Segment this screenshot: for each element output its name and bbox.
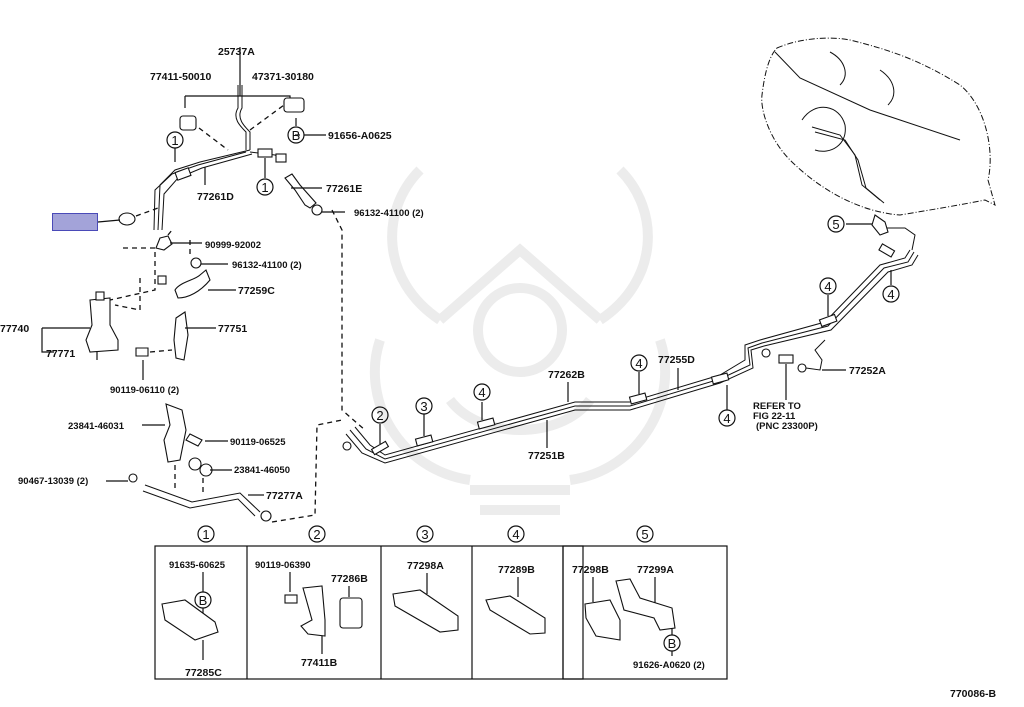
callout-1-upper-mid: 1 xyxy=(256,178,274,196)
label-77751: 77751 xyxy=(218,323,247,335)
svg-text:1: 1 xyxy=(202,527,209,542)
callout-5-main: 5 xyxy=(827,215,845,233)
detail-label-77411B: 77411B xyxy=(301,657,338,669)
svg-text:4: 4 xyxy=(478,385,485,400)
callout-3-main: 3 xyxy=(415,397,433,415)
label-23841-46031: 23841-46031 xyxy=(68,421,125,432)
detail-label-77298A: 77298A xyxy=(407,560,444,572)
svg-text:4: 4 xyxy=(887,287,894,302)
refer-line-1: REFER TO xyxy=(753,401,801,412)
callout-2-main: 2 xyxy=(371,406,389,424)
svg-text:2: 2 xyxy=(376,408,383,423)
detail-callout-5: 5 xyxy=(636,525,654,543)
label-91656-A0625: 91656-A0625 xyxy=(328,130,392,142)
part-labels: 25737A 77411-50010 47371-30180 91656-A06… xyxy=(0,46,886,502)
svg-text:4: 4 xyxy=(512,527,519,542)
callouts: 1 1 B 2 3 4 4 4 4 4 5 xyxy=(166,126,900,427)
callout-4-main-d: 4 xyxy=(819,277,837,295)
label-90467-13039: 90467-13039 (2) xyxy=(18,476,88,487)
detail-label-91626-A0620: 91626-A0620 (2) xyxy=(633,660,705,671)
svg-text:4: 4 xyxy=(635,356,642,371)
label-90999-92002: 90999-92002 xyxy=(205,240,261,251)
label-90119-06110: 90119-06110 (2) xyxy=(110,385,179,396)
detail-label-77286B: 77286B xyxy=(331,573,368,585)
svg-text:5: 5 xyxy=(641,527,648,542)
highlighted-part-marker[interactable] xyxy=(52,213,98,231)
callout-B-upper: B xyxy=(287,126,305,144)
watermark-logo xyxy=(369,166,671,515)
refer-line-2: FIG 22-11 xyxy=(753,411,796,422)
detail-label-91635-60625: 91635-60625 xyxy=(169,560,226,571)
label-90119-06525: 90119-06525 xyxy=(230,437,286,448)
svg-text:3: 3 xyxy=(420,399,427,414)
label-77261E: 77261E xyxy=(326,183,362,195)
svg-text:2: 2 xyxy=(313,527,320,542)
callout-4-main-c: 4 xyxy=(718,409,736,427)
svg-text:4: 4 xyxy=(723,411,730,426)
label-77771: 77771 xyxy=(46,348,75,360)
label-96132-41100-top: 96132-41100 (2) xyxy=(354,208,424,219)
detail-label-77289B: 77289B xyxy=(498,564,535,576)
detail-callout-4: 4 xyxy=(507,525,525,543)
label-25737A: 25737A xyxy=(218,46,255,58)
label-47371-30180: 47371-30180 xyxy=(252,71,314,83)
label-77740: 77740 xyxy=(0,323,29,335)
label-23841-46050: 23841-46050 xyxy=(234,465,290,476)
fuel-tank xyxy=(761,37,996,216)
upper-pipe-assembly xyxy=(153,47,323,231)
label-77277A: 77277A xyxy=(266,490,303,502)
detail-fastener-B-5: B xyxy=(663,634,681,652)
svg-text:B: B xyxy=(292,128,301,143)
svg-text:B: B xyxy=(668,636,677,651)
svg-text:1: 1 xyxy=(261,180,268,195)
label-77262B: 77262B xyxy=(548,369,585,381)
filter-assembly xyxy=(85,207,211,361)
label-77251B: 77251B xyxy=(528,450,565,462)
callout-4-main-b: 4 xyxy=(630,354,648,372)
svg-text:1: 1 xyxy=(171,133,178,148)
refer-line-3: (PNC 23300P) xyxy=(756,421,818,432)
detail-panel: 1 2 3 4 5 B B 91635-60625 77285C 90119-0… xyxy=(154,525,728,680)
label-96132-41100-mid: 96132-41100 (2) xyxy=(232,260,302,271)
lower-left-parts xyxy=(128,209,366,523)
detail-callout-1: 1 xyxy=(197,525,215,543)
detail-label-90119-06390: 90119-06390 xyxy=(255,560,310,571)
svg-text:B: B xyxy=(199,593,208,608)
main-fuel-lines xyxy=(342,214,919,464)
detail-fastener-B-1: B xyxy=(194,591,212,609)
svg-text:3: 3 xyxy=(421,527,428,542)
detail-callout-3: 3 xyxy=(416,525,434,543)
label-77255D: 77255D xyxy=(658,354,695,366)
detail-label-77299A: 77299A xyxy=(637,564,674,576)
detail-label-77285C: 77285C xyxy=(185,667,222,679)
callout-4-main-e: 4 xyxy=(882,285,900,303)
detail-callout-2: 2 xyxy=(308,525,326,543)
label-77252A: 77252A xyxy=(849,365,886,377)
figure-id: 770086-B xyxy=(950,688,997,700)
callout-1-upper-left: 1 xyxy=(166,131,184,149)
leader-lines xyxy=(41,118,892,496)
svg-text:5: 5 xyxy=(832,217,839,232)
svg-text:4: 4 xyxy=(824,279,831,294)
label-77261D: 77261D xyxy=(197,191,234,203)
label-77259C: 77259C xyxy=(238,285,275,297)
detail-label-77298B: 77298B xyxy=(572,564,609,576)
label-77411-50010: 77411-50010 xyxy=(150,71,211,83)
callout-4-main-a: 4 xyxy=(473,383,491,401)
